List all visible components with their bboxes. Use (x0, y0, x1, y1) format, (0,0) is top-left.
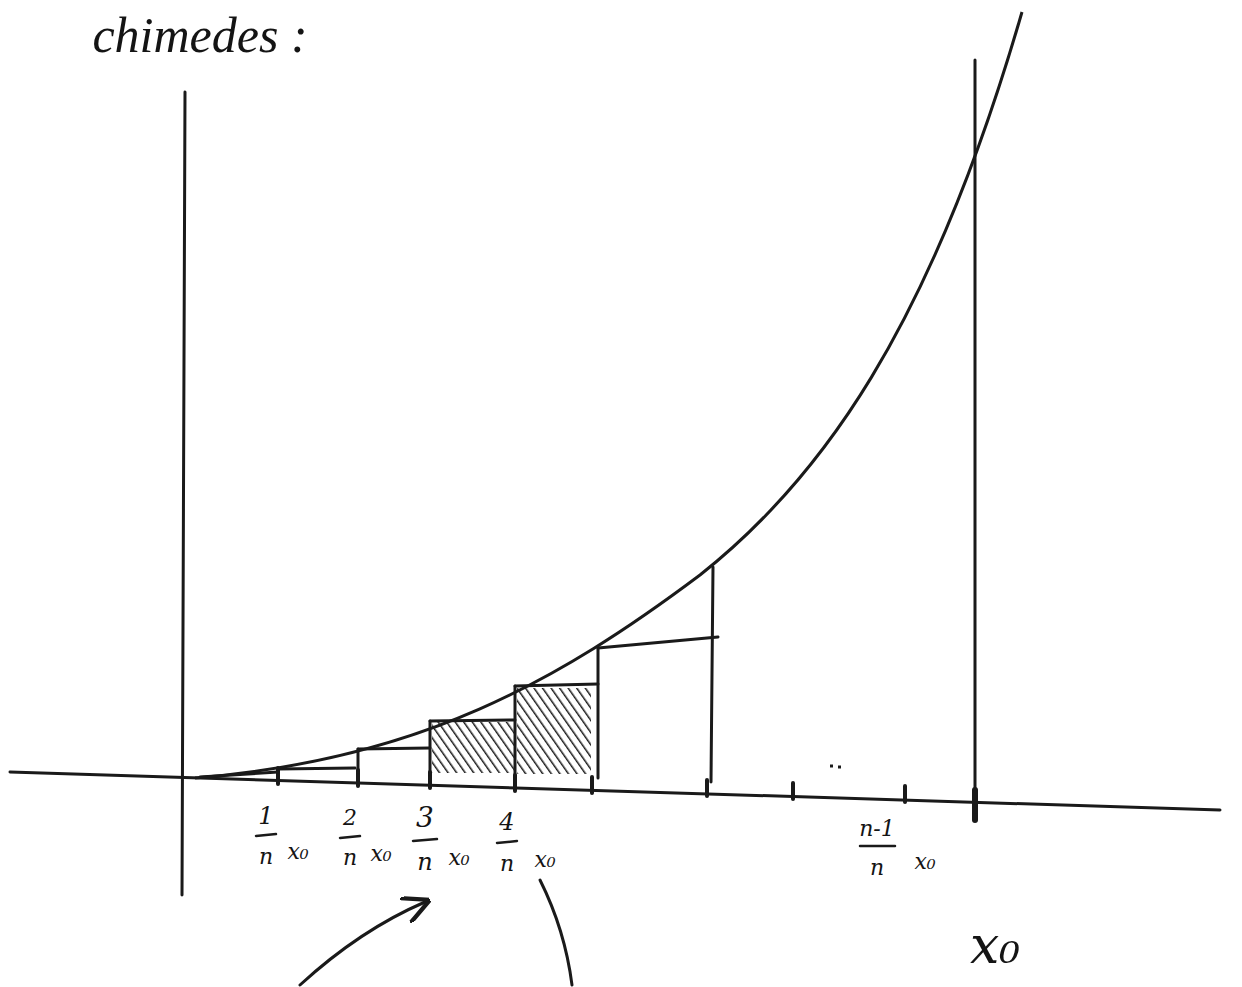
function-curve (195, 12, 1022, 778)
lower-sum-rectangles (200, 60, 975, 812)
fraction-numerator: 2 (343, 807, 357, 829)
variable-label: x₀ (534, 849, 555, 871)
pointer-arrows (300, 880, 572, 985)
fraction-numerator: n-1 (859, 818, 895, 840)
fraction-numerator: 1 (258, 804, 273, 828)
tick-marks (278, 768, 975, 820)
fraction-denominator: n (417, 850, 432, 874)
variable-label: x₀ (914, 851, 935, 873)
variable-label: x₀ (370, 843, 391, 865)
title-fragment: chimedes : (92, 10, 307, 60)
fraction-denominator: n (259, 846, 273, 868)
y-axis (182, 92, 185, 895)
fraction-bars (256, 834, 895, 846)
fraction-denominator: n (343, 847, 357, 869)
fraction-denominator: n (500, 853, 514, 875)
variable-label: x₀ (287, 841, 308, 863)
fraction-numerator: 4 (499, 810, 514, 834)
variable-label: x₀ (448, 847, 469, 869)
axes (10, 92, 1220, 895)
hatched-rectangles (432, 688, 591, 774)
ellipsis-dots (830, 766, 841, 767)
variable-label: x₀ (970, 919, 1020, 971)
x-axis (10, 772, 1220, 810)
fraction-numerator: 3 (416, 804, 434, 832)
fraction-denominator: n (870, 857, 884, 879)
